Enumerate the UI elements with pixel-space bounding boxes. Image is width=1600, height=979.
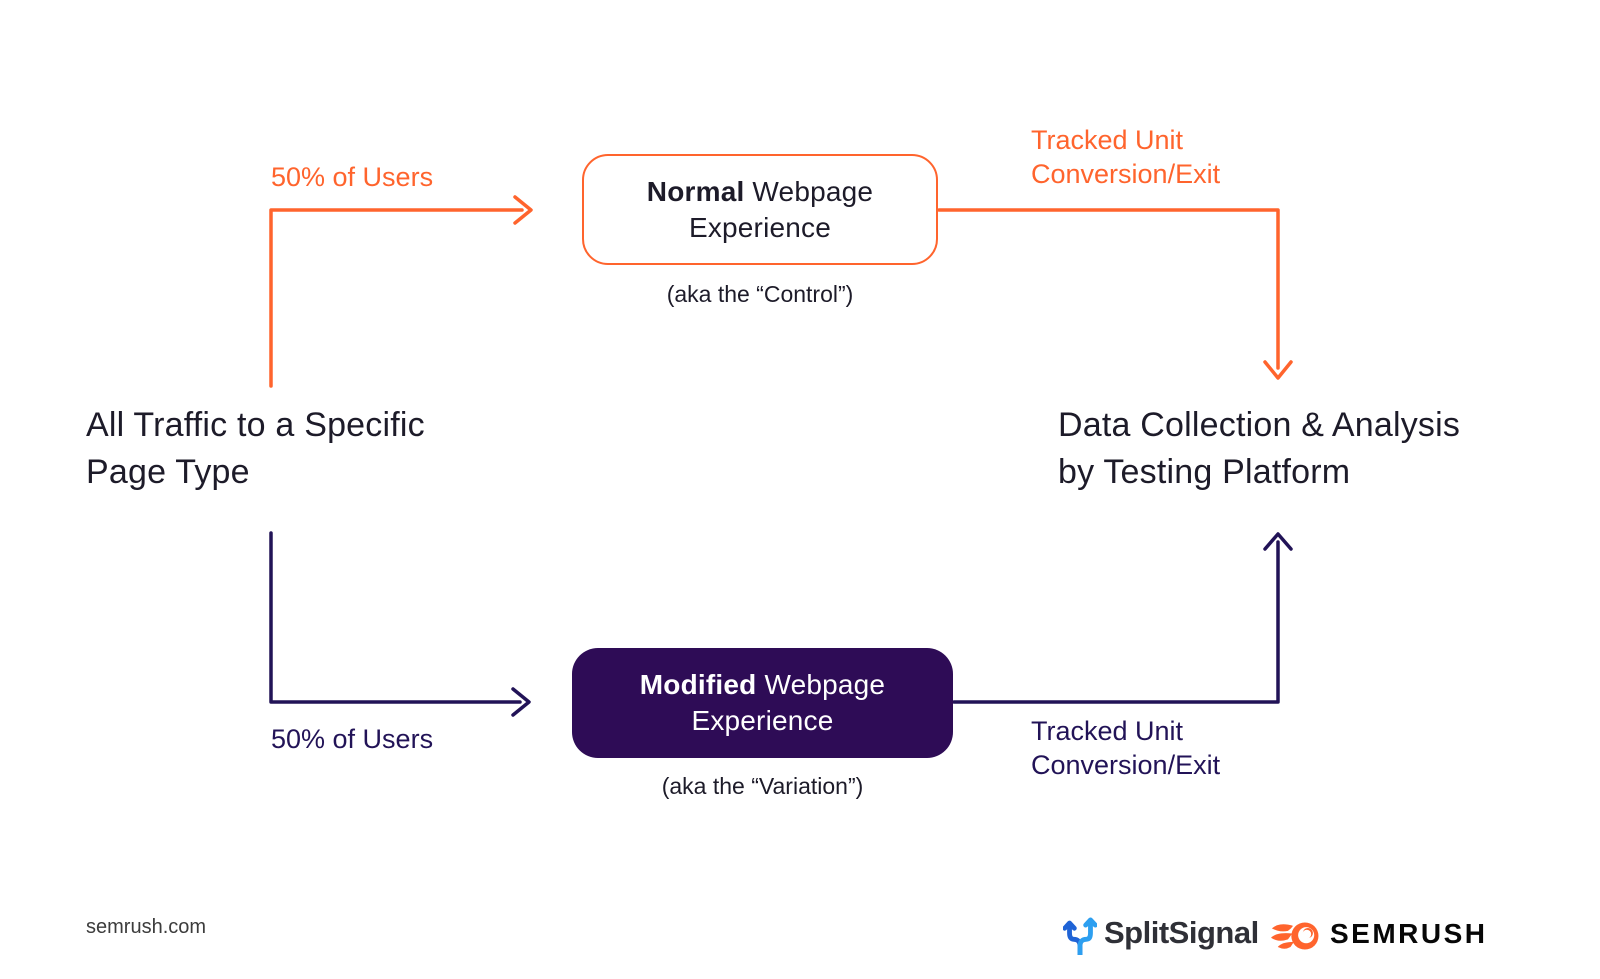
splitsignal-icon bbox=[1063, 917, 1097, 955]
sink-heading-line2: by Testing Platform bbox=[1058, 453, 1351, 491]
source-heading-line1: All Traffic to a Specific bbox=[86, 406, 425, 444]
top-tracked-label: Tracked Unit Conversion/Exit bbox=[1031, 123, 1220, 191]
source-heading-line2: Page Type bbox=[86, 453, 250, 491]
top-tracked-line2: Conversion/Exit bbox=[1031, 159, 1221, 189]
bottom-split-label: 50% of Users bbox=[271, 724, 434, 754]
control-node-emphasis: Normal bbox=[646, 175, 745, 207]
control-node: Normal Webpage Experience bbox=[582, 154, 938, 265]
control-node-rest: Webpage bbox=[744, 175, 874, 207]
top-tracked-line1: Tracked Unit bbox=[1031, 125, 1184, 155]
semrush-wordmark: SEMRUSH bbox=[1330, 918, 1488, 949]
bottom-tracked-line2: Conversion/Exit bbox=[1031, 750, 1221, 780]
source-heading: All Traffic to a Specific Page Type bbox=[86, 402, 425, 496]
variation-node: Modified Webpage Experience bbox=[572, 648, 953, 758]
splitsignal-wordmark: SplitSignal bbox=[1104, 915, 1259, 950]
arrow-variation-to-sink bbox=[952, 532, 1293, 704]
control-node-line2: Experience bbox=[688, 211, 832, 243]
variation-node-title: Modified Webpage Experience bbox=[640, 667, 885, 739]
footer-website: semrush.com bbox=[86, 916, 207, 938]
semrush-icon bbox=[1271, 922, 1319, 950]
variation-node-emphasis: Modified bbox=[639, 669, 757, 700]
sink-heading: Data Collection & Analysis by Testing Pl… bbox=[1058, 402, 1460, 496]
arrow-source-to-variation bbox=[269, 531, 531, 717]
control-caption: (aka the “Control”) bbox=[666, 281, 854, 307]
variation-node-line2: Experience bbox=[691, 705, 834, 736]
arrow-source-to-control bbox=[269, 195, 533, 388]
control-node-title: Normal Webpage Experience bbox=[647, 174, 873, 246]
top-split-label: 50% of Users bbox=[271, 162, 434, 192]
arrow-control-to-sink bbox=[937, 208, 1293, 380]
bottom-tracked-label: Tracked Unit Conversion/Exit bbox=[1031, 714, 1220, 782]
variation-caption: (aka the “Variation”) bbox=[661, 773, 864, 799]
sink-heading-line1: Data Collection & Analysis bbox=[1058, 406, 1461, 444]
bottom-tracked-line1: Tracked Unit bbox=[1031, 716, 1184, 746]
variation-node-rest: Webpage bbox=[756, 669, 886, 700]
